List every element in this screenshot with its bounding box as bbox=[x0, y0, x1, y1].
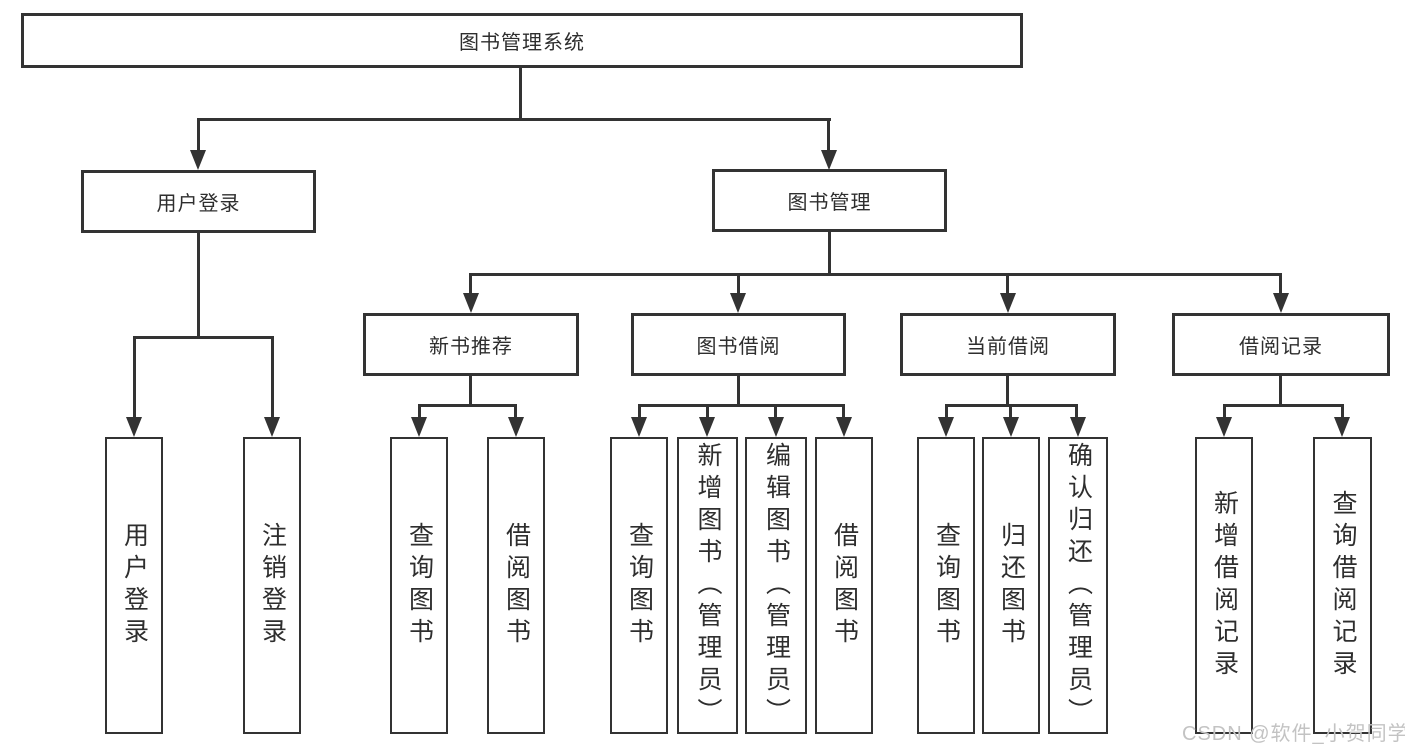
connector-g2-stem bbox=[737, 376, 740, 407]
arrowhead-to-ul-logout bbox=[264, 417, 280, 437]
arrowhead-to-borrow-record bbox=[1273, 293, 1289, 313]
connector-g2-child3 bbox=[774, 404, 777, 419]
connector-g1-child2 bbox=[514, 404, 517, 419]
connector-g1-stem bbox=[469, 376, 472, 407]
arrowhead-g1-child1 bbox=[411, 417, 427, 437]
connector-to-ul-logout bbox=[271, 336, 274, 421]
connector-to-new-book-rec bbox=[469, 273, 472, 295]
connector-root-stem bbox=[519, 68, 522, 120]
connector-user-login-branch bbox=[133, 336, 274, 339]
leaf-logout: 注销登录 bbox=[243, 437, 301, 734]
node-new-book-recommend: 新书推荐 bbox=[363, 313, 579, 376]
arrowhead-to-book-borrow bbox=[730, 293, 746, 313]
connector-g2-child1 bbox=[638, 404, 641, 419]
arrowhead-g2-child4 bbox=[836, 417, 852, 437]
connector-g2-branch bbox=[638, 404, 845, 407]
connector-to-book-borrow bbox=[737, 273, 740, 295]
leaf-add-book-admin: 新增图书（管理员） bbox=[677, 437, 738, 734]
node-user-login: 用户登录 bbox=[81, 170, 316, 233]
connector-g3-child1 bbox=[945, 404, 948, 419]
connector-root-branch bbox=[197, 118, 831, 121]
leaf-query-book-3: 查询图书 bbox=[917, 437, 975, 734]
arrowhead-g4-child2 bbox=[1334, 417, 1350, 437]
leaf-return-book: 归还图书 bbox=[982, 437, 1040, 734]
arrowhead-g2-child3 bbox=[768, 417, 784, 437]
connector-g1-branch bbox=[418, 404, 517, 407]
leaf-query-borrow-record: 查询借阅记录 bbox=[1313, 437, 1372, 734]
node-book-management: 图书管理 bbox=[712, 169, 947, 232]
leaf-edit-book-admin: 编辑图书（管理员） bbox=[745, 437, 807, 734]
leaf-confirm-return-admin: 确认归还（管理员） bbox=[1048, 437, 1108, 734]
connector-g4-stem bbox=[1279, 376, 1282, 407]
connector-g2-child2 bbox=[706, 404, 709, 419]
connector-to-borrow-record bbox=[1279, 273, 1282, 295]
arrowhead-g3-child3 bbox=[1070, 417, 1086, 437]
leaf-borrow-book-2: 借阅图书 bbox=[815, 437, 873, 734]
connector-to-book-mgmt bbox=[827, 118, 830, 152]
arrowhead-g3-child2 bbox=[1003, 417, 1019, 437]
node-book-borrowing: 图书借阅 bbox=[631, 313, 846, 376]
leaf-query-book-1: 查询图书 bbox=[390, 437, 448, 734]
arrowhead-g3-child1 bbox=[938, 417, 954, 437]
connector-g1-child1 bbox=[418, 404, 421, 419]
connector-book-mgmt-branch bbox=[470, 273, 1282, 276]
leaf-query-book-2: 查询图书 bbox=[610, 437, 668, 734]
leaf-user-login: 用户登录 bbox=[105, 437, 163, 734]
leaf-add-borrow-record: 新增借阅记录 bbox=[1195, 437, 1253, 734]
arrowhead-g2-child2 bbox=[699, 417, 715, 437]
node-current-borrowing: 当前借阅 bbox=[900, 313, 1116, 376]
arrowhead-to-current-borrow bbox=[1000, 293, 1016, 313]
arrowhead-g2-child1 bbox=[631, 417, 647, 437]
connector-g3-stem bbox=[1006, 376, 1009, 407]
connector-g4-child1 bbox=[1223, 404, 1226, 419]
arrowhead-g1-child2 bbox=[508, 417, 524, 437]
connector-book-mgmt-stem bbox=[828, 232, 831, 275]
arrowhead-g4-child1 bbox=[1216, 417, 1232, 437]
connector-to-current-borrow bbox=[1006, 273, 1009, 295]
connector-g2-child4 bbox=[842, 404, 845, 419]
connector-to-user-login bbox=[197, 118, 200, 152]
node-borrowing-records: 借阅记录 bbox=[1172, 313, 1390, 376]
node-root-library-management-system: 图书管理系统 bbox=[21, 13, 1023, 68]
arrowhead-to-book-mgmt bbox=[821, 150, 837, 170]
connector-g3-child3 bbox=[1075, 404, 1078, 419]
arrowhead-to-new-book-rec bbox=[463, 293, 479, 313]
arrowhead-to-user-login bbox=[190, 150, 206, 170]
connector-g4-branch bbox=[1223, 404, 1344, 407]
csdn-watermark: CSDN @软件_小贺同学 bbox=[1182, 723, 1405, 745]
connector-user-login-stem bbox=[197, 233, 200, 338]
connector-to-ul-user-login bbox=[133, 336, 136, 421]
arrowhead-to-ul-user-login bbox=[126, 417, 142, 437]
leaf-borrow-book-1: 借阅图书 bbox=[487, 437, 545, 734]
connector-g3-child2 bbox=[1009, 404, 1012, 419]
connector-g4-child2 bbox=[1341, 404, 1344, 419]
